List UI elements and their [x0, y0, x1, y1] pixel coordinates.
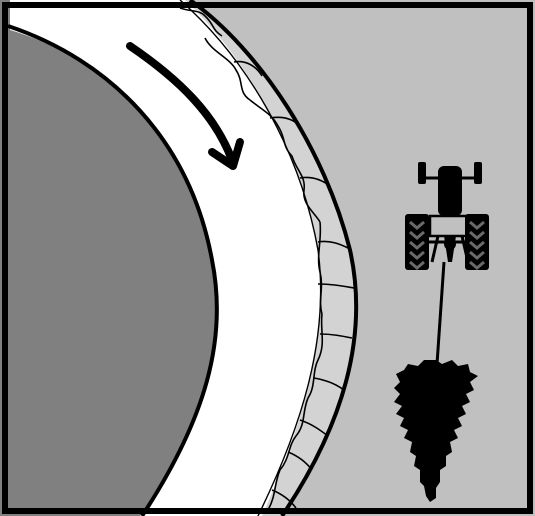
curved-arrow-icon — [126, 42, 244, 170]
mound-edge — [7, 24, 219, 516]
white-channel — [10, 0, 321, 516]
bank-line — [188, 0, 359, 516]
tractor-icon — [405, 162, 489, 365]
spray-plume-icon — [394, 360, 478, 502]
stone-joints — [179, 7, 355, 511]
stone-inner-edge — [179, 0, 322, 516]
dark-mound — [0, 0, 217, 516]
